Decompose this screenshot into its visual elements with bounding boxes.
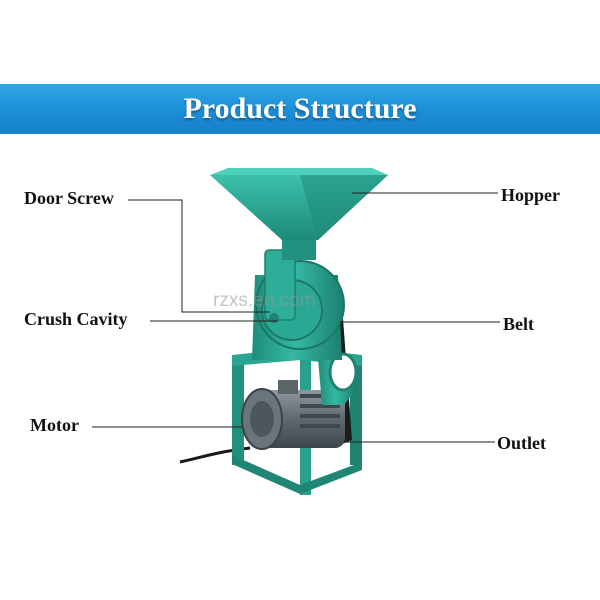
hopper-body bbox=[210, 168, 388, 240]
label-motor: Motor bbox=[30, 415, 79, 435]
label-door-screw: Door Screw bbox=[24, 188, 114, 208]
label-crush-cavity: Crush Cavity bbox=[24, 309, 128, 329]
motor-body bbox=[241, 380, 345, 450]
label-hopper: Hopper bbox=[501, 185, 561, 205]
leader-door-screw bbox=[128, 199, 270, 313]
leader-lines bbox=[92, 192, 500, 443]
label-outlet: Outlet bbox=[497, 433, 546, 453]
crush-cavity-housing bbox=[252, 249, 345, 360]
label-belt: Belt bbox=[503, 314, 534, 334]
title-banner: Product Structure bbox=[0, 84, 600, 134]
banner-title: Product Structure bbox=[183, 92, 417, 125]
watermark: rzxs.en.com bbox=[213, 290, 316, 311]
